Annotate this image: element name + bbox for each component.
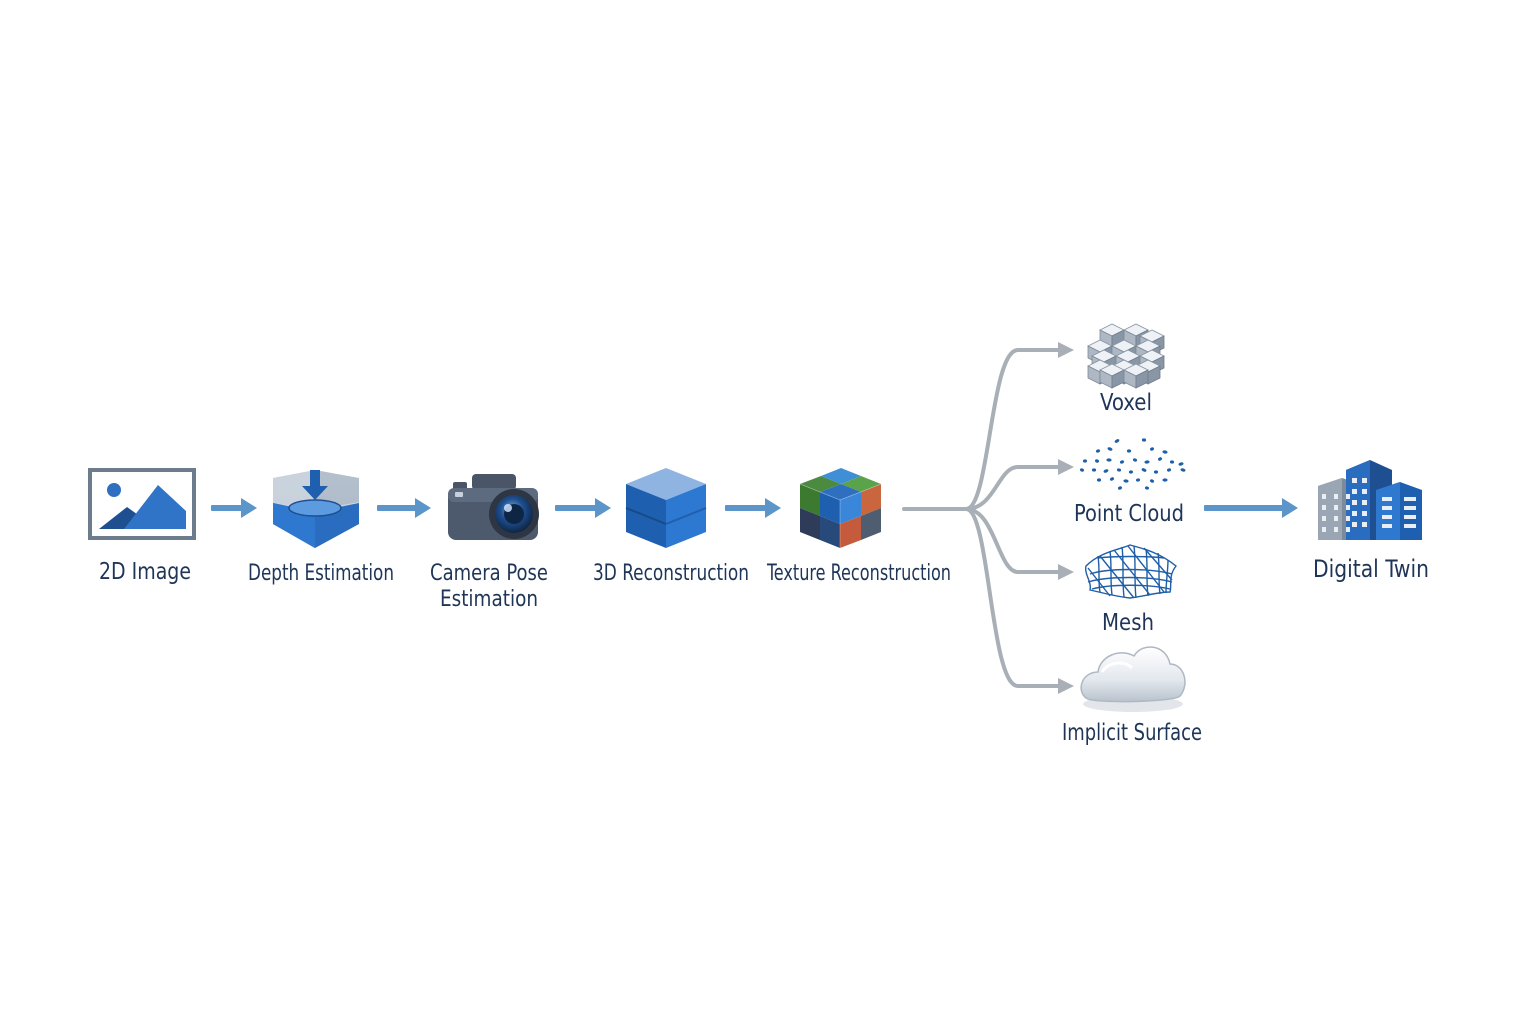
branch-arrowheads: [1058, 342, 1074, 694]
textured-cube-icon: [799, 468, 882, 548]
label-voxel: Voxel: [1100, 390, 1152, 416]
arrow-pointcloud-to-twin: [1204, 498, 1298, 518]
label-mesh: Mesh: [1102, 610, 1154, 636]
label-texture: Texture Reconstruction: [766, 561, 951, 586]
flow-arrows: [211, 498, 1298, 518]
arrow-depth-to-pose: [377, 498, 431, 518]
label-recon: 3D Reconstruction: [593, 561, 749, 586]
arrow-image-to-depth: [211, 498, 257, 518]
labels: 2D Image Depth Estimation Camera Pose Es…: [99, 390, 1429, 746]
cloud-surface-icon: [1080, 646, 1186, 712]
label-implicit: Implicit Surface: [1062, 720, 1202, 746]
label-pointcloud: Point Cloud: [1074, 501, 1184, 527]
label-image: 2D Image: [99, 559, 191, 585]
camera-icon: [448, 474, 539, 540]
label-twin: Digital Twin: [1313, 555, 1429, 583]
label-depth: Depth Estimation: [248, 561, 394, 586]
point-cloud-icon: [1079, 438, 1186, 490]
voxel-icon: [1087, 323, 1165, 389]
cube-icon: [625, 468, 707, 548]
image-icon: [88, 468, 196, 540]
depth-icon: [273, 470, 359, 548]
buildings-icon: [1318, 460, 1422, 540]
mesh-icon: [1084, 544, 1177, 599]
label-pose-line2: Estimation: [440, 587, 538, 612]
arrow-recon-to-texture: [725, 498, 781, 518]
arrow-pose-to-recon: [555, 498, 611, 518]
label-pose-line1: Camera Pose: [430, 561, 548, 586]
branch-connector: [902, 348, 1062, 688]
